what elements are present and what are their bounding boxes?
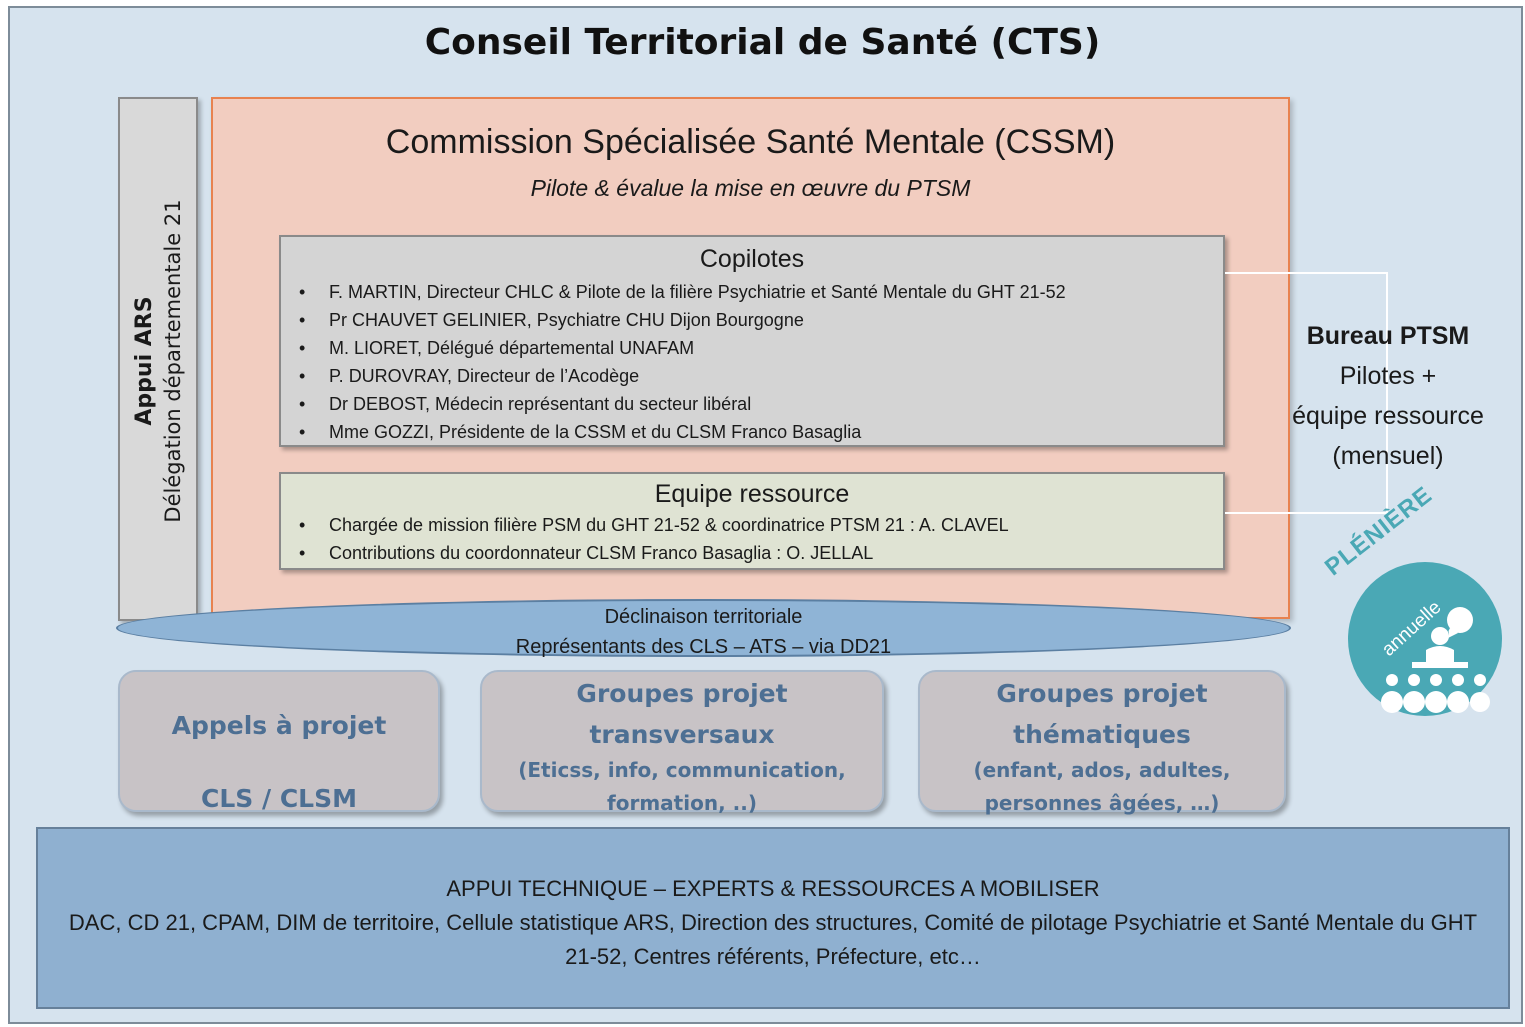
list-item: Contributions du coordonnateur CLSM Fran… [299,539,1223,567]
cssm-subtitle: Pilote & évalue la mise en œuvre du PTSM [530,175,971,201]
bureau-bracket [1225,272,1388,514]
group-subtitle: (enfant, ados, adultes, [973,758,1231,782]
copilotes-list: F. MARTIN, Directeur CHLC & Pilote de la… [281,278,1223,446]
group-thematiques: Groupes projet thématiques (enfant, ados… [918,670,1286,815]
appui-technique-box: APPUI TECHNIQUE – EXPERTS & RESSOURCES A… [36,827,1510,1009]
group-subtitle: personnes âgées, …) [984,791,1220,815]
group-title: Groupes projet [996,679,1208,708]
bureau-ptsm: Bureau PTSM Pilotes + équipe ressource (… [1270,316,1506,476]
list-item: Mme GOZZI, Présidente de la CSSM et du C… [299,418,1223,446]
ars-label: Appui ARS Délégation départementale 21 [131,101,187,621]
group-title: Groupes projet [576,679,788,708]
ars-title: Appui ARS [132,296,157,426]
list-item: M. LIORET, Délégué départemental UNAFAM [299,334,1223,362]
cssm-title: Commission Spécialisée Santé Mentale (CS… [385,123,1116,161]
bureau-line: Pilotes + [1339,362,1437,390]
ars-support-bar [118,97,198,621]
copilotes-box: Copilotes F. MARTIN, Directeur CHLC & Pi… [279,235,1225,447]
bureau-title: Bureau PTSM [1306,322,1470,350]
group-title: transversaux [589,720,775,749]
declinaison-line-2: Représentants des CLS – ATS – via DD21 [515,636,892,658]
audience-speaker-icon [1381,607,1490,713]
bureau-line: équipe ressource [1292,402,1484,430]
page-title: Conseil Territorial de Santé (CTS) [424,22,1101,63]
bureau-line: (mensuel) [1332,442,1444,470]
copilotes-title: Copilotes [699,245,805,273]
list-item: Pr CHAUVET GELINIER, Psychiatre CHU Dijo… [299,306,1223,334]
group-title: CLS / CLSM [201,784,357,813]
group-title: thématiques [1013,720,1191,749]
declinaison-ellipse [116,599,1291,657]
equipe-ressource-box: Equipe ressource Chargée de mission fili… [279,472,1225,570]
declinaison-line-1: Déclinaison territoriale [604,606,803,628]
appui-technique-title: APPUI TECHNIQUE – EXPERTS & RESSOURCES A… [446,876,1100,901]
group-subtitle: (Eticss, info, communication, [518,758,846,782]
list-item: Chargée de mission filière PSM du GHT 21… [299,511,1223,539]
pleniere-badge [1348,562,1502,716]
list-item: F. MARTIN, Directeur CHLC & Pilote de la… [299,278,1223,306]
equipe-list: Chargée de mission filière PSM du GHT 21… [281,511,1223,567]
group-appels-projet: Appels à projet CLS / CLSM [118,670,440,813]
declinaison-text: Déclinaison territoriale Représentants d… [116,602,1291,662]
group-subtitle: formation, ..) [607,791,757,815]
ars-subtitle: Délégation départementale 21 [161,199,185,523]
appui-technique-body: DAC, CD 21, CPAM, DIM de territoire, Cel… [68,910,1478,969]
group-transversaux: Groupes projet transversaux (Eticss, inf… [480,670,884,815]
group-title: Appels à projet [171,711,387,740]
equipe-title: Equipe ressource [654,480,850,508]
list-item: Dr DEBOST, Médecin représentant du secte… [299,390,1223,418]
list-item: P. DUROVRAY, Directeur de l’Acodège [299,362,1223,390]
